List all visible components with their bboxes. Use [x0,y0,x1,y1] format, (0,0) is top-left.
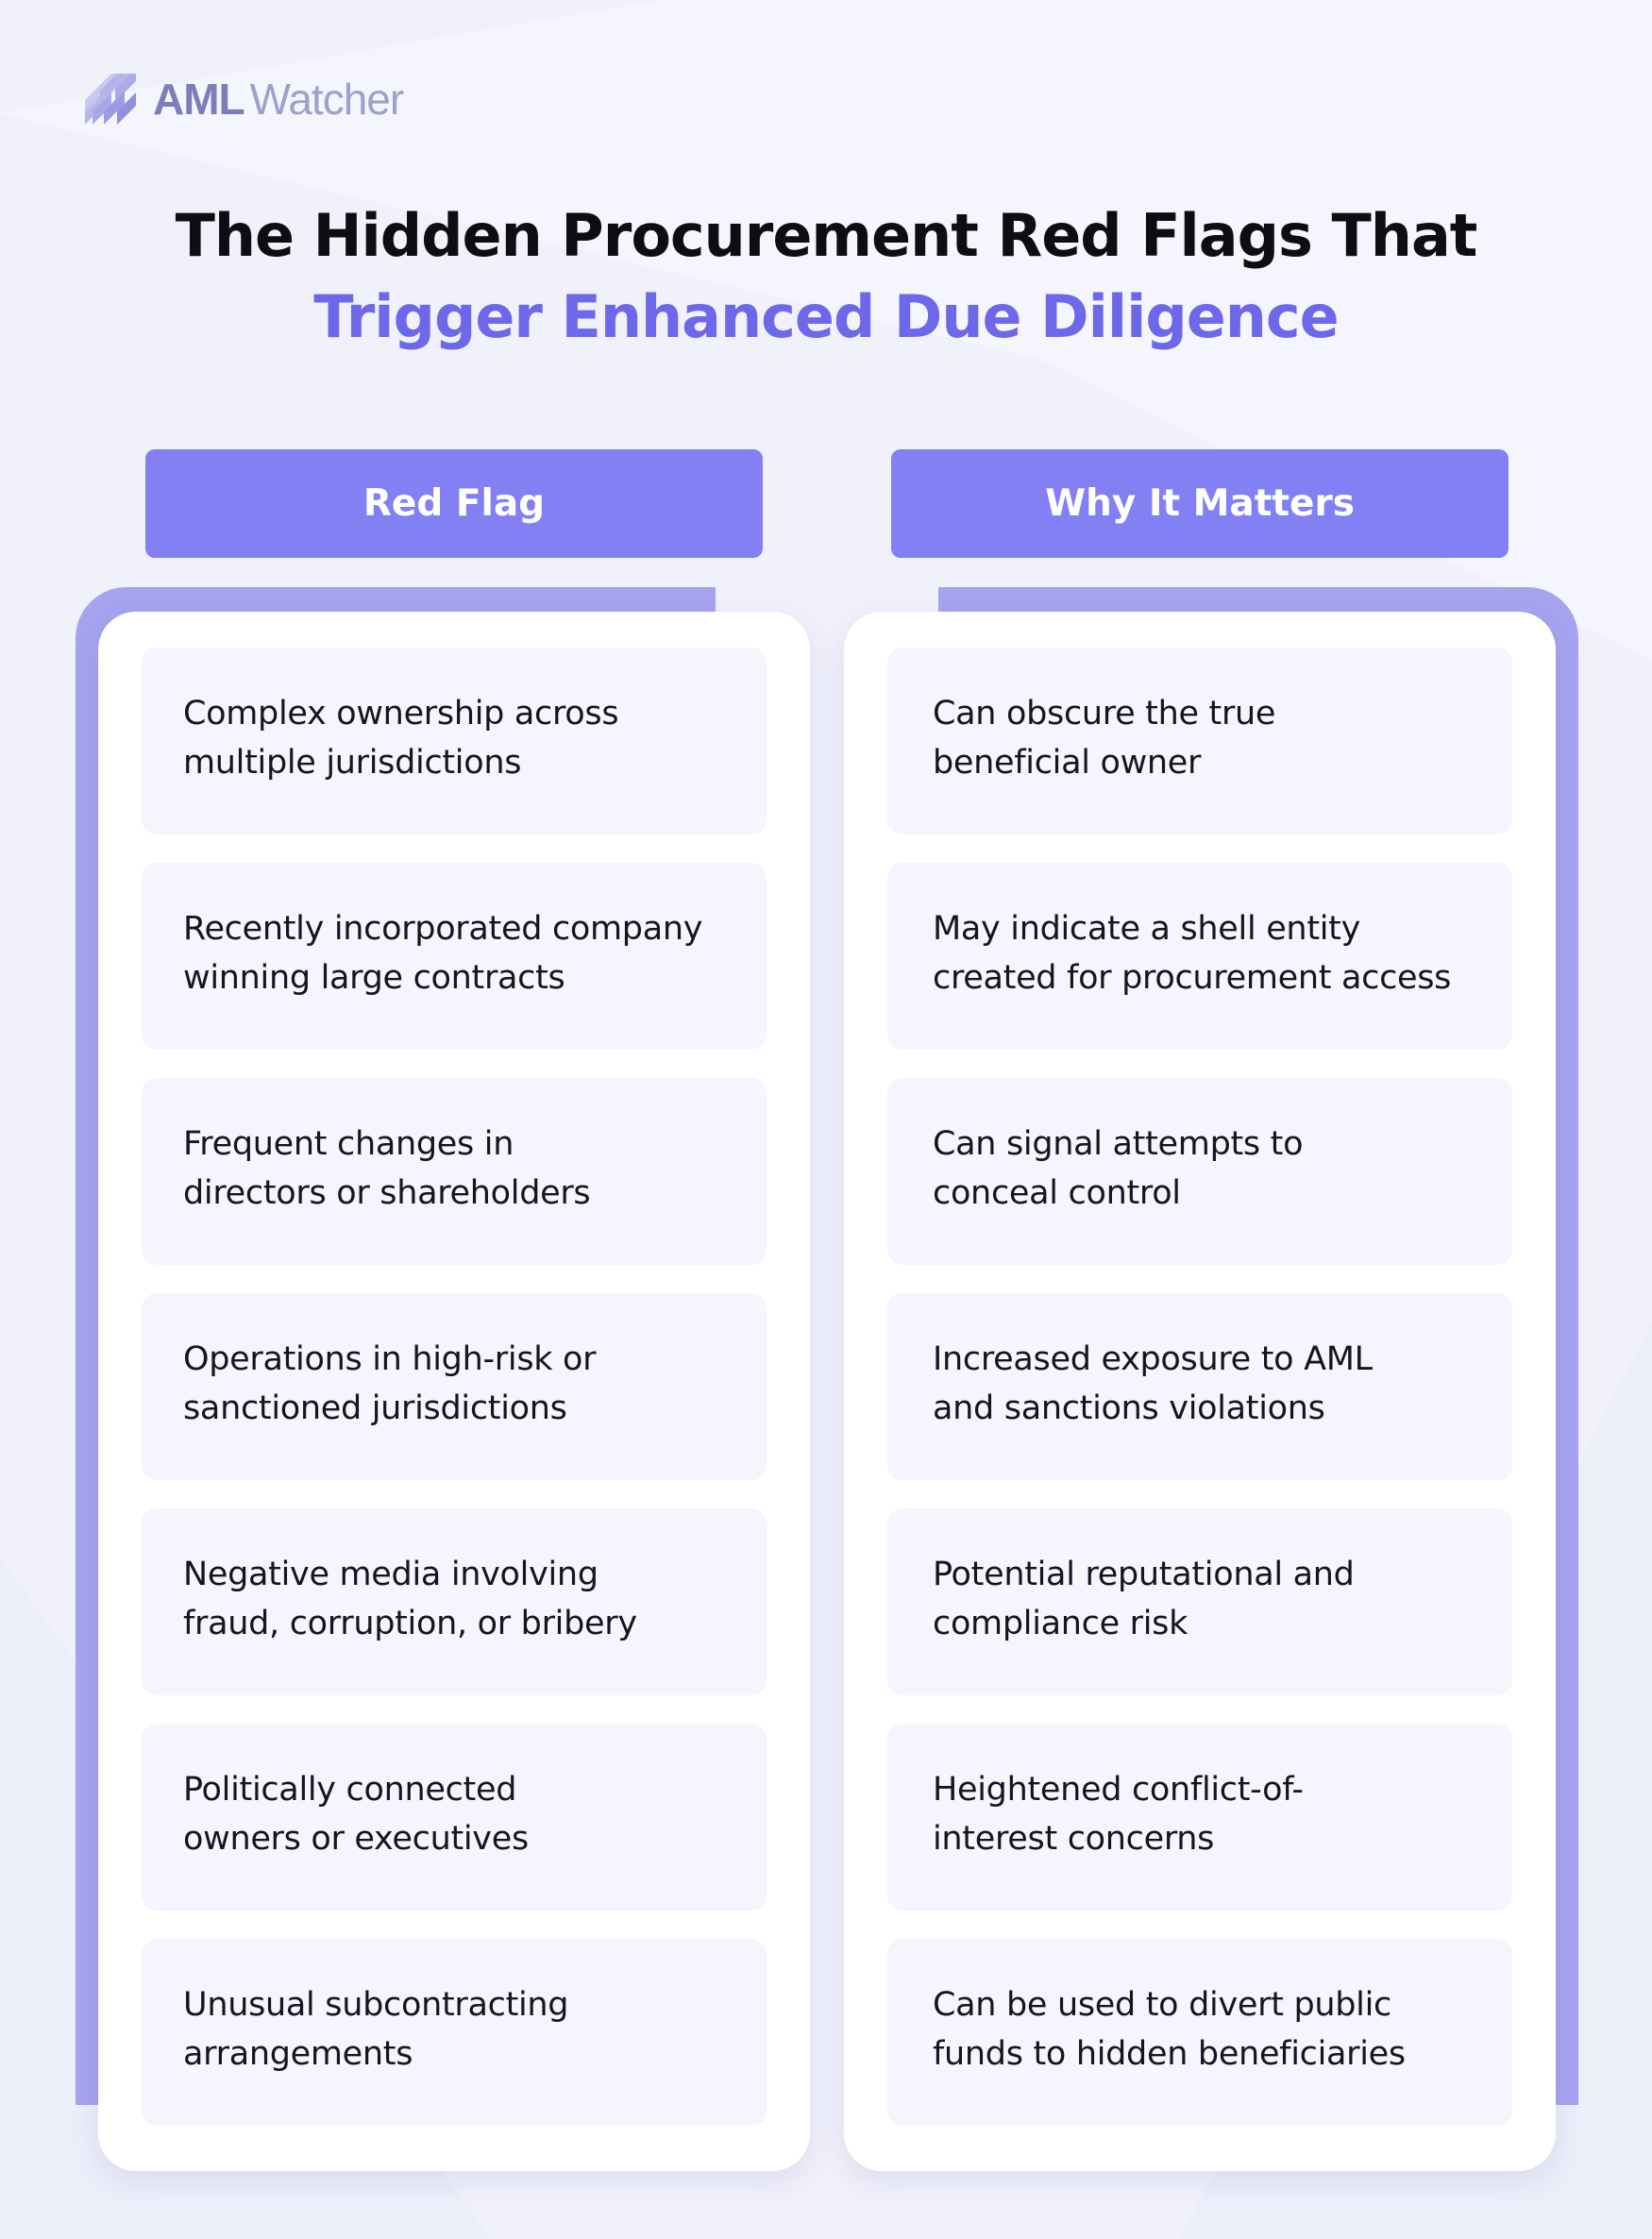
why-row-1-line-1: Can obscure the true [933,695,1276,732]
red-flag-row-6: Politically connected owners or executiv… [142,1724,767,1911]
red-flag-row-4-line-2: sanctioned jurisdictions [183,1389,567,1427]
red-flag-row-5: Negative media involving fraud, corrupti… [142,1508,767,1695]
red-flag-row-4-line-1: Operations in high-risk or [183,1340,597,1378]
why-row-5-line-1: Potential reputational and [933,1556,1355,1593]
red-flag-row-3-line-1: Frequent changes in [183,1125,514,1163]
page-title-line-2: Trigger Enhanced Due Diligence [313,282,1340,351]
red-flag-row-7-line-1: Unusual subcontracting [183,1986,569,2024]
red-flag-row-6-line-1: Politically connected [183,1771,517,1809]
red-flag-row-2-line-1: Recently incorporated company [183,910,703,948]
why-row-4: Increased exposure to AML and sanctions … [887,1293,1512,1480]
why-row-4-line-2: and sanctions violations [933,1389,1325,1427]
red-flag-row-5-line-2: fraud, corruption, or bribery [183,1605,637,1642]
why-row-2-line-2: created for procurement access [933,959,1452,997]
why-row-1-line-2: beneficial owner [933,744,1202,782]
why-row-6-line-1: Heightened conflict-of- [933,1771,1304,1809]
brand-name-bold: AML [153,75,245,124]
why-row-4-line-1: Increased exposure to AML [933,1340,1373,1378]
why-row-3-line-2: conceal control [933,1174,1181,1212]
red-flag-card: Complex ownership across multiple jurisd… [98,612,810,2171]
red-flag-row-1: Complex ownership across multiple jurisd… [142,648,767,834]
red-flag-row-2-line-2: winning large contracts [183,959,565,997]
why-row-6-line-2: interest concerns [933,1820,1215,1858]
column-header-red-flag: Red Flag [145,449,763,558]
why-row-5-line-2: compliance risk [933,1605,1188,1642]
red-flag-row-1-line-1: Complex ownership across [183,695,619,732]
red-flag-row-5-line-1: Negative media involving [183,1556,598,1593]
red-flag-row-1-line-2: multiple jurisdictions [183,744,522,782]
why-row-7-line-2: funds to hidden beneficiaries [933,2035,1406,2073]
page-title-line-1: The Hidden Procurement Red Flags That [175,201,1478,270]
why-row-7: Can be used to divert public funds to hi… [887,1939,1512,2126]
why-row-5: Potential reputational and compliance ri… [887,1508,1512,1695]
red-flag-row-6-line-2: owners or executives [183,1820,529,1858]
red-flag-row-7: Unusual subcontracting arrangements [142,1939,767,2126]
why-row-3: Can signal attempts to conceal control [887,1078,1512,1265]
why-row-6: Heightened conflict-of- interest concern… [887,1724,1512,1911]
red-flag-row-2: Recently incorporated company winning la… [142,863,767,1050]
why-row-2: May indicate a shell entity created for … [887,863,1512,1050]
why-row-1: Can obscure the true beneficial owner [887,648,1512,834]
why-row-2-line-1: May indicate a shell entity [933,910,1361,948]
red-flag-row-3-line-2: directors or shareholders [183,1174,591,1212]
red-flag-row-4: Operations in high-risk or sanctioned ju… [142,1293,767,1480]
why-row-7-line-1: Can be used to divert public [933,1986,1391,2024]
brand-name-light: Watcher [249,75,405,124]
why-row-3-line-1: Can signal attempts to [933,1125,1304,1163]
red-flag-row-3: Frequent changes in directors or shareho… [142,1078,767,1265]
red-flag-row-7-line-2: arrangements [183,2035,413,2073]
column-header-why-it-matters: Why It Matters [891,449,1509,558]
diagonal-stripes-logo-icon [85,74,136,125]
why-it-matters-card: Can obscure the true beneficial owner Ma… [844,612,1556,2171]
